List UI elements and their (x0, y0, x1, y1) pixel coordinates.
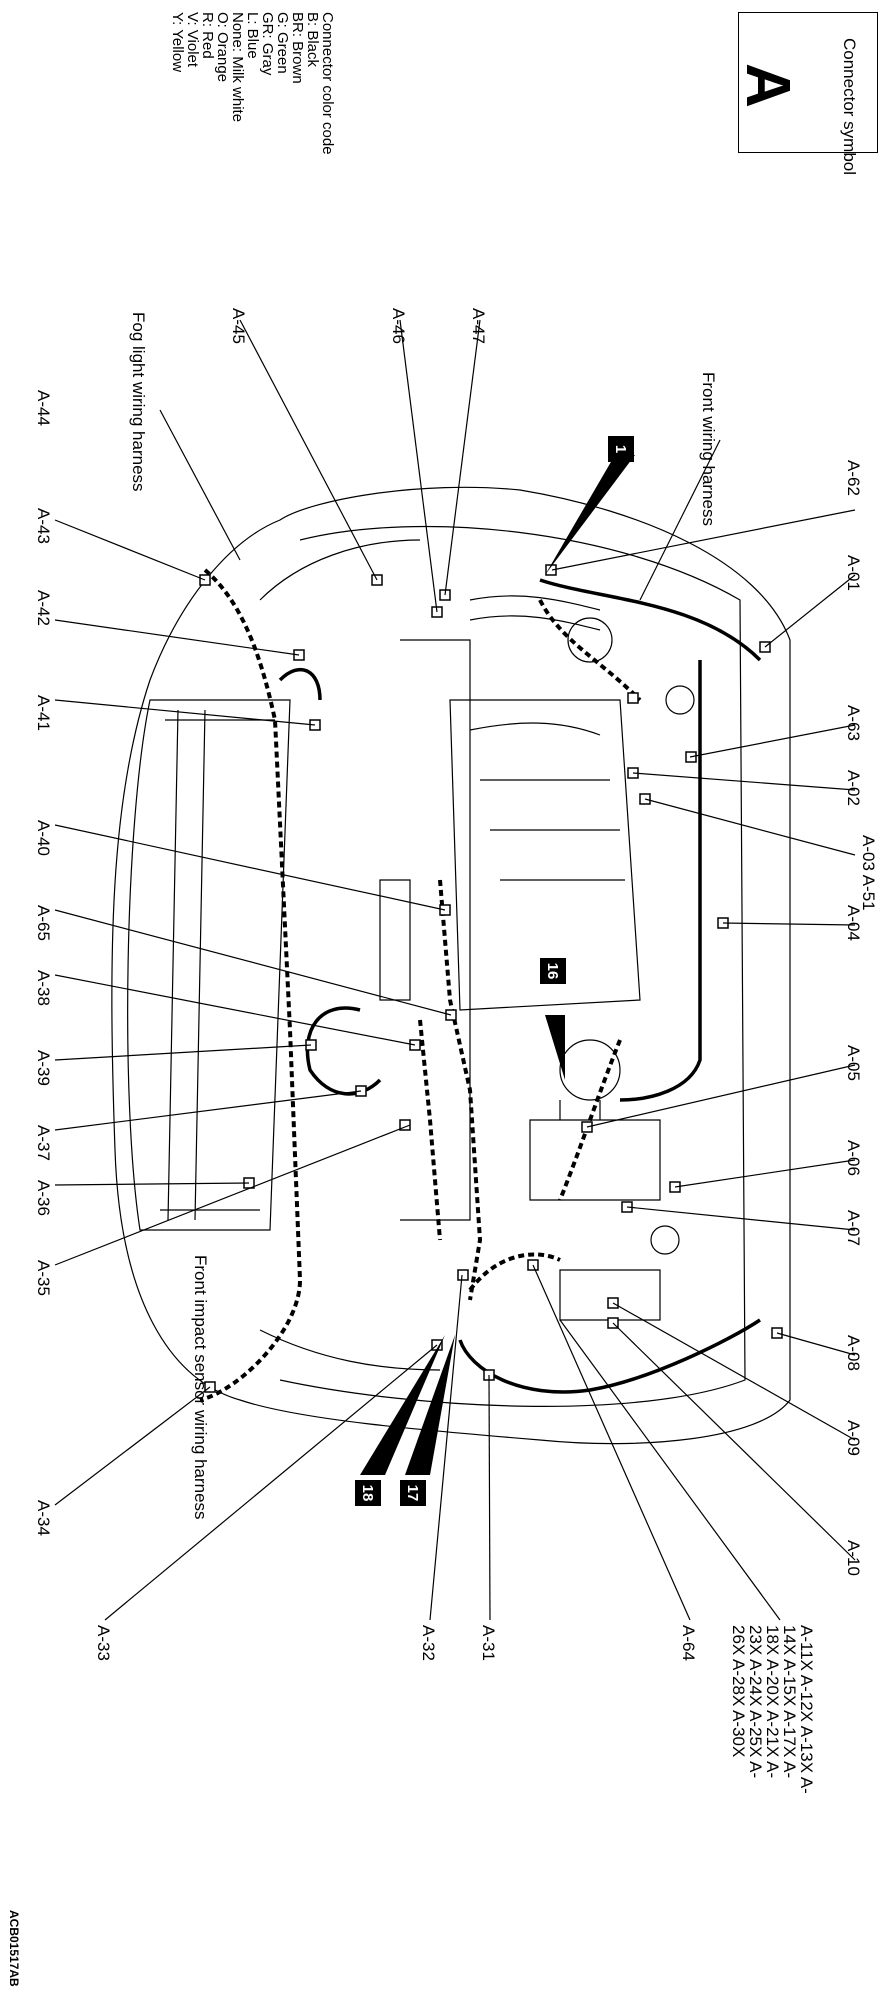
connector-label: A-04 (844, 905, 863, 941)
connector-label: A-39 (34, 1050, 53, 1086)
connector-label: A-43 (34, 508, 53, 544)
connector-label: A-05 (844, 1045, 863, 1081)
legend-line: O: Orange (214, 12, 231, 83)
connector-label: A-45 (229, 308, 248, 344)
connector-label: A-09 (844, 1420, 863, 1456)
connector-label: A-32 (419, 1625, 438, 1661)
connector-symbol-caption: Connector symbol (840, 38, 859, 176)
connector-label: A-42 (34, 590, 53, 626)
connector-label: A-33 (94, 1625, 113, 1661)
connector-label: A-36 (34, 1180, 53, 1216)
connector-label: A-02 (844, 770, 863, 806)
fog-light-harness-label: Fog light wiring harness (129, 312, 148, 492)
connector-label: A-44 (34, 390, 53, 426)
callout-bubble: 1 (608, 436, 634, 462)
connector-label: A-40 (34, 820, 53, 856)
connector-label: A-03 A-51 (859, 835, 878, 911)
legend-line: R: Red (199, 12, 216, 59)
connector-label: A-31 (479, 1625, 498, 1661)
front-wiring-harness-label: Front wiring harness (699, 372, 718, 527)
legend-line: Connector color code (319, 12, 336, 155)
connector-label: A-07 (844, 1210, 863, 1246)
connector-label: A-46 (389, 308, 408, 344)
legend-line: B: Black (304, 12, 321, 68)
callout-bubble: 17 (400, 1480, 426, 1506)
connector-label: A-38 (34, 970, 53, 1006)
connector-label: A-62 (844, 460, 863, 496)
color-code-legend: Connector color code B: Black BR: Brown … (169, 12, 336, 155)
connector-label: A-64 (679, 1625, 698, 1661)
connector-label: A-08 (844, 1335, 863, 1371)
legend-line: V: Violet (184, 12, 201, 68)
legend-line: BR: Brown (289, 12, 306, 84)
callout-bubble: 16 (540, 958, 566, 984)
front-impact-harness-label: Front impact sensor wiring harness (191, 1255, 210, 1520)
drawing-code: ACB01517AB (7, 1910, 21, 1987)
connector-label: A-01 (844, 555, 863, 591)
connector-label: A-10 (844, 1540, 863, 1576)
connector-label: A-41 (34, 695, 53, 731)
connector-label: A-34 (34, 1500, 53, 1536)
legend-line: GR: Gray (259, 12, 276, 76)
connector-label: A-37 (34, 1125, 53, 1161)
legend-line: Y: Yellow (169, 12, 186, 73)
connector-group-label: A-11X A-12X A-13X A-14X A-15X A-17X A-18… (729, 1625, 816, 1794)
legend-line: None: Milk white (229, 12, 246, 123)
legend-line: L: Blue (244, 12, 261, 59)
connector-label: A-63 (844, 705, 863, 741)
connector-label: A-35 (34, 1260, 53, 1296)
legend-line: G: Green (274, 12, 291, 74)
connector-label: A-47 (469, 308, 488, 344)
connector-label: A-06 (844, 1140, 863, 1176)
connector-label: A-65 (34, 905, 53, 941)
callout-bubble: 18 (355, 1480, 381, 1506)
connector-symbol-box (738, 12, 878, 153)
